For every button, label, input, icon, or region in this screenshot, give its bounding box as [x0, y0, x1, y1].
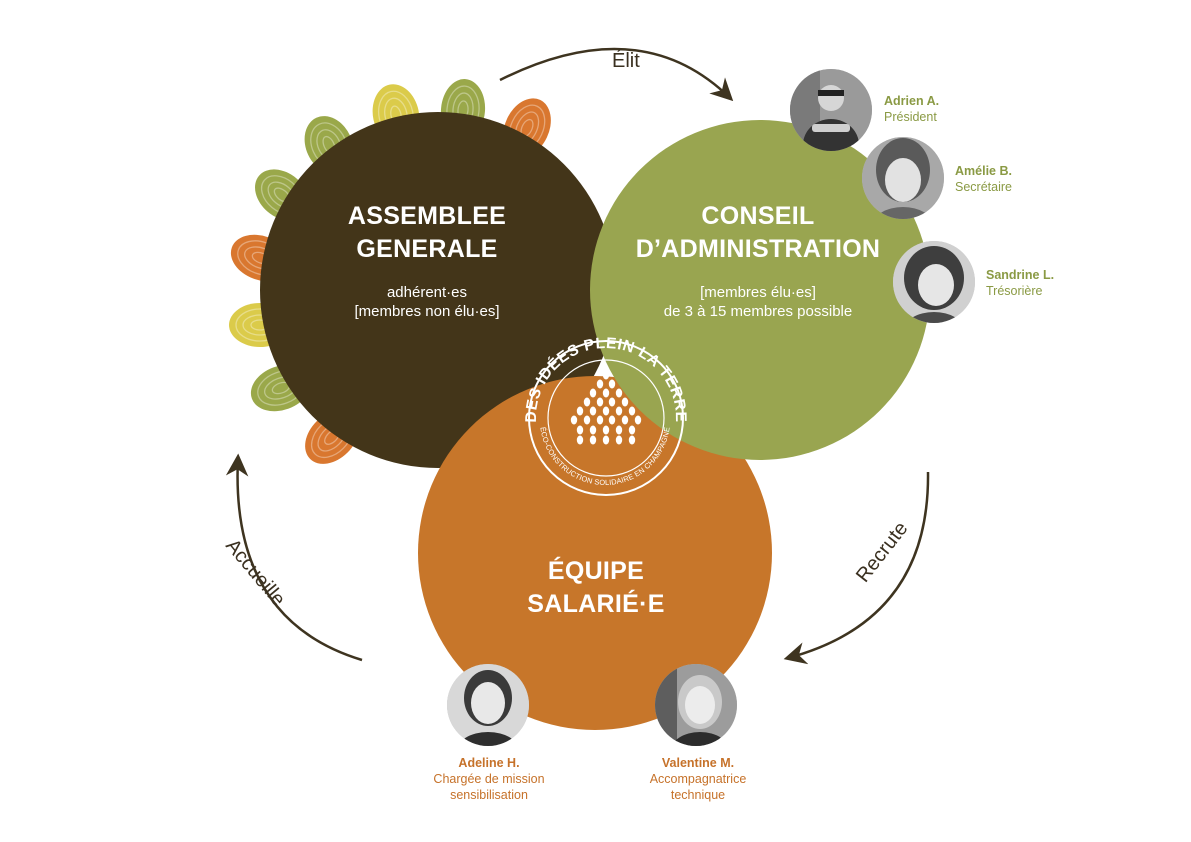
conseil-circle	[590, 120, 930, 460]
member-adeline: Adeline H. Chargée de mission sensibilis…	[433, 755, 544, 803]
assemblee-sub-line1: adhérent·es	[386, 284, 468, 301]
arrow-elit	[499, 47, 734, 102]
member-role: Trésorière	[986, 284, 1043, 298]
member-role-line1: Chargée de mission	[433, 772, 545, 786]
assemblee-subtitle: adhérent·es [membres non élu·es]	[354, 283, 499, 321]
assemblee-title: ASSEMBLEE GENERALE	[348, 200, 506, 266]
assemblee-title-line2: GENERALE	[356, 235, 498, 263]
member-amelie: Amélie B. Secrétaire	[955, 163, 1012, 195]
member-role-line1: Accompagnatrice	[649, 772, 747, 786]
conseil-sub-line1: [membres élu·es]	[700, 284, 816, 301]
arrow-recrute	[783, 471, 930, 665]
conseil-title: CONSEIL D’ADMINISTRATION	[636, 200, 881, 266]
conseil-title-line1: CONSEIL	[701, 202, 815, 230]
member-valentine: Valentine M. Accompagnatrice technique	[650, 755, 747, 803]
member-adrien: Adrien A. Président	[884, 93, 939, 125]
logo-house-seeds	[570, 370, 642, 445]
assemblee-title-line1: ASSEMBLEE	[347, 202, 507, 230]
equipe-title-line1: ÉQUIPE	[547, 557, 645, 585]
conseil-subtitle: [membres élu·es] de 3 à 15 membres possi…	[664, 283, 852, 321]
member-name: Amélie B.	[955, 164, 1012, 178]
equipe-title: ÉQUIPE SALARIÉ·E	[527, 555, 664, 621]
member-name: Sandrine L.	[986, 268, 1055, 282]
conseil-sub-line2: de 3 à 15 membres possible	[663, 303, 853, 320]
member-role-line2: technique	[670, 788, 726, 802]
equipe-circle	[418, 376, 772, 730]
arrow-accueille	[225, 453, 363, 662]
member-sandrine: Sandrine L. Trésorière	[986, 267, 1054, 299]
assemblee-sub-line2: [membres non élu·es]	[354, 303, 500, 320]
member-role: Secrétaire	[955, 180, 1012, 194]
avatar-valentine	[655, 664, 737, 746]
avatar-adeline	[447, 664, 529, 746]
member-name: Adeline H.	[458, 756, 520, 770]
member-role-line2: sensibilisation	[450, 788, 528, 802]
member-role: Président	[884, 110, 937, 124]
member-name: Adrien A.	[884, 94, 940, 108]
arrow-label-elit: Élit	[612, 50, 640, 72]
conseil-title-line2: D’ADMINISTRATION	[635, 235, 881, 263]
member-name: Valentine M.	[661, 756, 735, 770]
equipe-title-line2: SALARIÉ·E	[527, 590, 665, 618]
avatar-adrien	[790, 69, 872, 151]
assemblee-circle	[260, 112, 616, 468]
avatar-amelie	[862, 137, 944, 219]
